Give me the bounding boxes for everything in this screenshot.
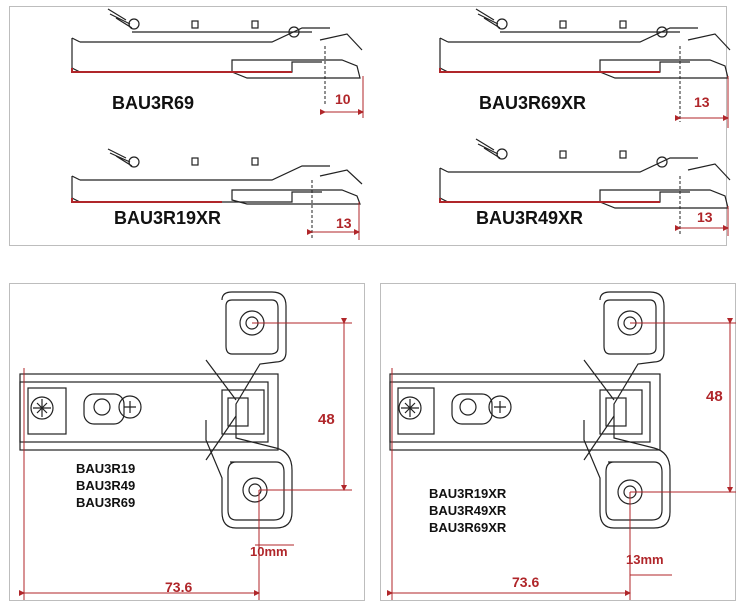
hinge-side-view-4 (439, 138, 731, 236)
model-label-bau3r69: BAU3R69 (112, 93, 195, 113)
hinge-side-view-3 (71, 148, 363, 240)
model-item: BAU3R19 (76, 461, 136, 476)
model-item: BAU3R49XR (429, 503, 507, 518)
hinge-side-view-1 (71, 8, 364, 118)
model-item: BAU3R69 (76, 495, 136, 510)
model-item: BAU3R19XR (429, 486, 507, 501)
dimension-label-4: 13 (697, 209, 713, 225)
hinge-side-view-2 (439, 8, 731, 128)
model-item: BAU3R69XR (429, 520, 507, 535)
height-dimension-label: 48 (706, 388, 723, 405)
model-item: BAU3R49 (76, 478, 136, 493)
model-label-bau3r49xr: BAU3R49XR (476, 208, 584, 228)
offset-dimension-label: 13mm (626, 552, 664, 567)
model-list-xr: BAU3R19XR BAU3R49XR BAU3R69XR (429, 485, 506, 536)
model-label-bau3r69xr: BAU3R69XR (479, 93, 587, 113)
height-dimension-label: 48 (318, 411, 335, 428)
dimension-label-1: 10 (335, 91, 351, 107)
mounting-plate-standard (19, 291, 352, 600)
width-dimension-label: 73.6 (165, 579, 193, 595)
dimension-label-3: 13 (336, 215, 352, 231)
side-view-panel (9, 6, 727, 246)
offset-dimension-label: 10mm (250, 544, 288, 559)
mounting-plate-xr (387, 291, 736, 600)
width-dimension-label: 73.6 (512, 574, 540, 590)
model-list-standard: BAU3R19 BAU3R49 BAU3R69 (76, 460, 135, 511)
dimension-label-2: 13 (694, 94, 710, 110)
model-label-bau3r19xr: BAU3R19XR (114, 208, 222, 228)
